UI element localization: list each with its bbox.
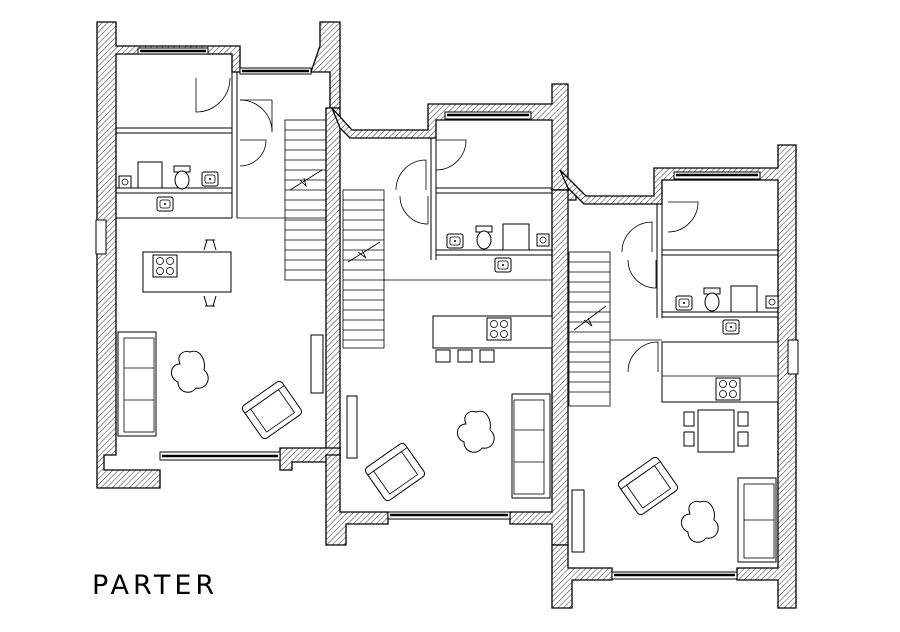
unit-right xyxy=(551,144,799,609)
unit-left xyxy=(95,21,341,489)
unit-middle xyxy=(325,83,577,546)
floor-label: PARTER xyxy=(92,570,219,601)
